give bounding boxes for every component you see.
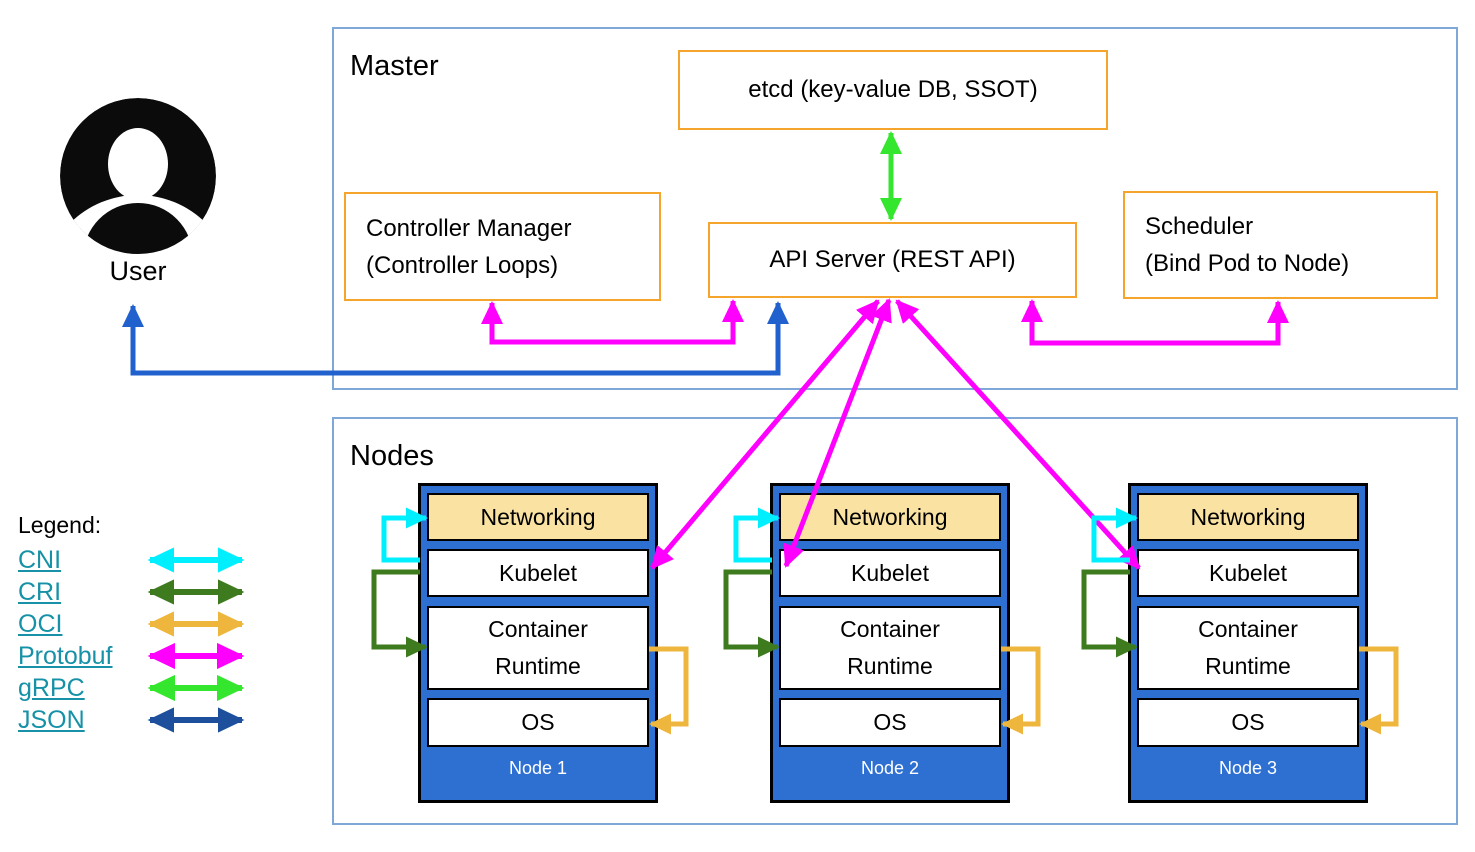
node-2-container-runtime-box: Container Runtime	[779, 606, 1001, 690]
legend-item-grpc: gRPC	[18, 674, 85, 703]
legend-item-cri: CRI	[18, 578, 61, 607]
grpc-link[interactable]: gRPC	[18, 674, 85, 702]
api-server-box: API Server (REST API)	[708, 222, 1077, 298]
controller-manager-line2: (Controller Loops)	[366, 251, 559, 279]
node-3: Networking Kubelet Container Runtime OS …	[1128, 483, 1368, 803]
node-3-kubelet-box: Kubelet	[1137, 549, 1359, 597]
controller-manager-line1: Controller Manager	[366, 214, 572, 242]
node-3-os-box: OS	[1137, 698, 1359, 747]
node-3-label: Node 3	[1218, 758, 1278, 778]
node-2-runtime-line2: Runtime	[847, 653, 933, 679]
etcd-box: etcd (key-value DB, SSOT)	[678, 50, 1108, 130]
master-title: Master	[350, 50, 439, 82]
legend-item-oci: OCI	[18, 610, 62, 639]
protobuf-link[interactable]: Protobuf	[18, 642, 113, 670]
node-2-os-box: OS	[779, 698, 1001, 747]
cni-link[interactable]: CNI	[18, 546, 62, 574]
nodes-title: Nodes	[350, 440, 434, 472]
json-link[interactable]: JSON	[18, 706, 85, 734]
user-label: User	[109, 256, 167, 286]
node-1: Networking Kubelet Container Runtime OS …	[418, 483, 658, 803]
legend-item-json: JSON	[18, 706, 85, 735]
node-1-networking-box: Networking	[427, 493, 649, 541]
scheduler-box: Scheduler (Bind Pod to Node)	[1123, 191, 1438, 299]
node-1-runtime-line1: Container	[488, 616, 588, 642]
node-1-kubelet-box: Kubelet	[427, 549, 649, 597]
node-1-os-box: OS	[427, 698, 649, 747]
controller-manager-box: Controller Manager (Controller Loops)	[344, 192, 661, 301]
user-icon	[60, 98, 216, 254]
node-3-runtime-line2: Runtime	[1205, 653, 1291, 679]
scheduler-line1: Scheduler	[1145, 213, 1254, 240]
oci-link[interactable]: OCI	[18, 610, 63, 638]
legend-title: Legend:	[18, 512, 102, 538]
node-2-label: Node 2	[860, 758, 920, 778]
node-3-networking-box: Networking	[1137, 493, 1359, 541]
legend-item-cni: CNI	[18, 546, 61, 575]
node-1-label: Node 1	[508, 758, 568, 778]
node-2: Networking Kubelet Container Runtime OS …	[770, 483, 1010, 803]
cri-link[interactable]: CRI	[18, 578, 62, 606]
node-2-networking-box: Networking	[779, 493, 1001, 541]
node-3-runtime-line1: Container	[1198, 616, 1298, 642]
node-2-kubelet-box: Kubelet	[779, 549, 1001, 597]
node-3-container-runtime-box: Container Runtime	[1137, 606, 1359, 690]
scheduler-line2: (Bind Pod to Node)	[1145, 250, 1350, 277]
node-1-runtime-line2: Runtime	[495, 653, 581, 679]
legend-item-protobuf: Protobuf	[18, 642, 113, 671]
node-2-runtime-line1: Container	[840, 616, 940, 642]
node-1-container-runtime-box: Container Runtime	[427, 606, 649, 690]
